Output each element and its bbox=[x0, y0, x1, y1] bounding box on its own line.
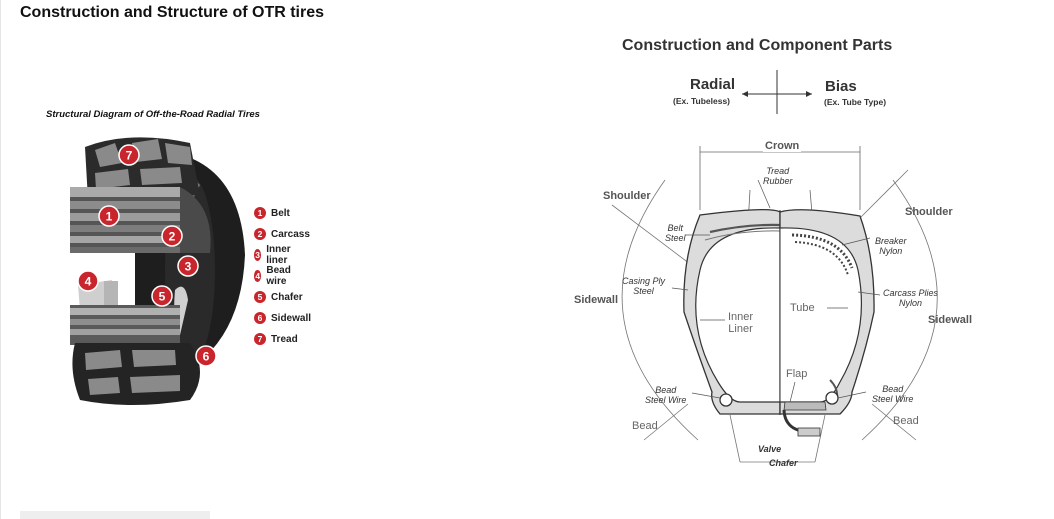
bead-right-label: Bead Steel Wire bbox=[872, 384, 913, 404]
legend-item-carcass: 2 Carcass bbox=[254, 227, 310, 241]
legend-item-tread: 7 Tread bbox=[254, 332, 298, 346]
flap-label: Flap bbox=[786, 368, 808, 380]
legend-label: Tread bbox=[271, 333, 298, 345]
legend-number: 3 bbox=[254, 249, 262, 261]
legend-label: Bead wire bbox=[266, 265, 291, 287]
legend-item-sidewall: 6 Sidewall bbox=[254, 311, 311, 325]
legend-number: 5 bbox=[254, 291, 266, 303]
tube-label: Tube bbox=[790, 302, 815, 314]
legend-label: Carcass bbox=[271, 228, 310, 240]
bead-lower-right-label: Bead bbox=[893, 415, 919, 427]
carcass-plies-title: Carcass Plies bbox=[883, 288, 939, 298]
bead-left-sub: Steel Wire bbox=[645, 395, 687, 405]
carcass-plies-sub: Nylon bbox=[899, 298, 923, 308]
bead-lower-left-label: Bead bbox=[632, 420, 658, 432]
breaker-nylon-label: Breaker Nylon bbox=[875, 236, 907, 256]
component-parts-diagram: Construction and Component Parts Radial … bbox=[570, 30, 980, 475]
marker-chafer: 5 bbox=[151, 285, 173, 307]
bottom-scrollbar[interactable] bbox=[20, 511, 210, 519]
casing-ply-label: Casing Ply Steel bbox=[622, 276, 665, 296]
breaker-nylon-sub: Nylon bbox=[879, 246, 903, 256]
carcass-plies-label: Carcass Plies Nylon bbox=[883, 288, 938, 308]
legend-item-bead-wire: 4 Bead wire bbox=[254, 265, 295, 287]
belt-label: Belt bbox=[667, 223, 684, 233]
bias-sub: (Ex. Tube Type) bbox=[824, 97, 887, 107]
inner-liner-label: Inner Liner bbox=[728, 311, 753, 335]
radial-label: Radial bbox=[690, 76, 736, 93]
bead-left-title: Bead bbox=[655, 385, 677, 395]
tire-cross-section bbox=[611, 70, 938, 463]
casing-ply-title: Casing Ply bbox=[622, 276, 666, 286]
legend-number: 4 bbox=[254, 270, 262, 282]
sidewall-right-label: Sidewall bbox=[928, 314, 973, 326]
legend-number: 1 bbox=[254, 207, 266, 219]
diagram-caption: Structural Diagram of Off-the-Road Radia… bbox=[46, 109, 260, 120]
legend-number: 7 bbox=[254, 333, 266, 345]
legend-item-chafer: 5 Chafer bbox=[254, 290, 303, 304]
radial-sub: (Ex. Tubeless) bbox=[673, 96, 730, 106]
legend-item-belt: 1 Belt bbox=[254, 206, 290, 220]
bead-left-label: Bead Steel Wire bbox=[645, 385, 686, 405]
svg-text:3: 3 bbox=[185, 260, 192, 274]
svg-text:2: 2 bbox=[169, 230, 176, 244]
marker-tread: 7 bbox=[118, 144, 140, 166]
crown-label: Crown bbox=[763, 140, 802, 152]
legend-label: Inner liner bbox=[266, 244, 291, 266]
page-title: Construction and Structure of OTR tires bbox=[20, 4, 325, 21]
belt-steel-label: Belt Steel bbox=[665, 223, 686, 243]
belt-steel-sub: Steel bbox=[665, 233, 686, 243]
inner-label: Inner bbox=[728, 311, 754, 323]
legend-item-inner-liner: 3 Inner liner bbox=[254, 244, 295, 266]
svg-text:5: 5 bbox=[159, 290, 166, 304]
legend-label: Chafer bbox=[271, 291, 303, 303]
tread-rubber-label: Tread Rubber bbox=[763, 166, 793, 186]
sidewall-left-label: Sidewall bbox=[574, 294, 619, 306]
tread-label: Tread bbox=[766, 166, 790, 176]
chafer-label: Chafer bbox=[769, 458, 798, 468]
legend-label: Sidewall bbox=[271, 312, 312, 324]
shoulder-right-label: Shoulder bbox=[905, 206, 953, 218]
marker-belt: 1 bbox=[98, 205, 120, 227]
legend-number: 6 bbox=[254, 312, 266, 324]
marker-carcass: 2 bbox=[161, 225, 183, 247]
shoulder-left-label: Shoulder bbox=[603, 190, 651, 202]
right-diagram-title: Construction and Component Parts bbox=[622, 37, 893, 54]
radial-tire-structural-diagram: Structural Diagram of Off-the-Road Radia… bbox=[40, 105, 340, 405]
bead-right-title: Bead bbox=[882, 384, 904, 394]
liner-label: Liner bbox=[728, 323, 753, 335]
bias-label: Bias bbox=[825, 78, 857, 95]
valve-label: Valve bbox=[758, 444, 782, 454]
legend-number: 2 bbox=[254, 228, 266, 240]
bead-right-sub: Steel Wire bbox=[872, 394, 914, 404]
svg-text:1: 1 bbox=[106, 210, 113, 224]
marker-inner-liner: 3 bbox=[177, 255, 199, 277]
tire-cutaway-illustration: 7 1 2 3 4 5 6 bbox=[70, 137, 245, 405]
left-border bbox=[0, 0, 1, 519]
legend-label: Belt bbox=[271, 207, 290, 219]
svg-text:6: 6 bbox=[203, 350, 210, 364]
svg-text:4: 4 bbox=[85, 275, 92, 289]
svg-text:7: 7 bbox=[126, 149, 133, 163]
marker-bead-wire: 4 bbox=[77, 270, 99, 292]
casing-ply-sub: Steel bbox=[633, 286, 654, 296]
marker-sidewall: 6 bbox=[195, 345, 217, 367]
breaker-label: Breaker bbox=[875, 236, 907, 246]
rubber-label: Rubber bbox=[763, 176, 793, 186]
